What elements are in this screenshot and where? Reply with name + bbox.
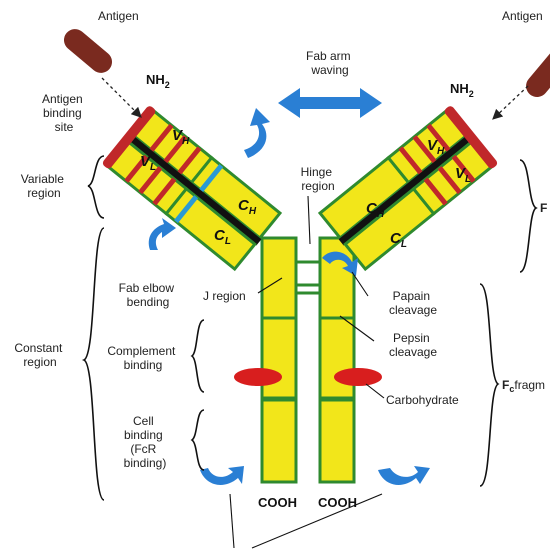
elbow-bend-arrow-icon xyxy=(148,218,176,250)
vl-left-label: VL xyxy=(140,153,156,173)
carbohydrate-left xyxy=(234,368,282,386)
rotation-arrow-icon xyxy=(244,108,270,158)
hinge-bend-arrow-icon xyxy=(322,251,358,276)
papain-cleavage-label: Papain cleavage xyxy=(389,289,437,317)
hypervariable-band xyxy=(138,166,163,195)
hypervariable-band xyxy=(152,177,177,206)
hypervariable-band xyxy=(412,135,437,164)
hypervariable-band xyxy=(451,154,476,183)
cl-left-label: CL xyxy=(214,227,231,247)
carbohydrate-label: Carbohydrate xyxy=(386,393,459,407)
constant-region-bracket xyxy=(81,227,105,501)
pointer-lines xyxy=(229,195,385,549)
hinge-left-chain xyxy=(260,236,298,320)
ch3-right-domain xyxy=(318,398,356,484)
right-tip-hypervariable xyxy=(444,106,498,169)
fc-stem xyxy=(260,236,356,484)
hypervariable-band xyxy=(149,123,174,152)
antigen-binding-pointer xyxy=(101,77,142,118)
right-fab-arm xyxy=(317,106,498,272)
hypervariable-band xyxy=(398,146,423,175)
constant-region-label: Constant region xyxy=(14,341,65,369)
hypervariable-band xyxy=(423,177,448,206)
left-fab-arm xyxy=(102,106,283,272)
ch-right-label: CH xyxy=(366,200,385,220)
elbow-band xyxy=(199,164,224,193)
nh2-right-label: NH2 xyxy=(450,81,474,99)
hypervariable-band xyxy=(437,166,462,195)
left-tip-hypervariable xyxy=(102,106,156,169)
cell-binding-label: Cell binding (FcR binding) xyxy=(124,414,167,470)
fc-fragment-label: Fcfragm xyxy=(502,378,545,394)
vh-left-label: VH xyxy=(172,127,190,147)
antigen-binding-pointer xyxy=(492,85,529,120)
fab-fragment-label: F xyxy=(540,201,547,215)
antigen-right-shape xyxy=(526,48,550,98)
variable-region-bracket xyxy=(87,155,105,219)
carbohydrate-right xyxy=(334,368,382,386)
ch2-left-domain xyxy=(260,316,298,400)
fab-arm-waving-label: Fab arm waving xyxy=(306,49,354,77)
antigen-binding-site-label: Antigen binding site xyxy=(42,92,86,134)
hypervariable-band xyxy=(124,154,149,183)
cell-binding-arrow-left-icon xyxy=(200,466,244,485)
fab-elbow-bending-label: Fab elbow bending xyxy=(119,281,178,309)
complement-binding-label: Complement binding xyxy=(107,344,178,372)
hypervariable-band xyxy=(177,146,202,175)
elbow-band xyxy=(174,195,199,224)
fab-waving-arrow xyxy=(278,88,382,118)
ch-left-label: CH xyxy=(238,197,257,217)
complement-bracket xyxy=(190,319,205,393)
cl-right-label: CL xyxy=(390,230,407,250)
vh-right-label: VH xyxy=(427,137,445,157)
cooh-right-label: COOH xyxy=(318,495,357,510)
vl-right-label: VL xyxy=(455,165,471,185)
fab-fragment-bracket xyxy=(519,159,538,273)
antigen-left-shape xyxy=(63,29,113,73)
right-chain-separator xyxy=(338,132,476,246)
variable-region-label: Variable region xyxy=(21,172,67,200)
j-region-label: J region xyxy=(203,289,246,303)
antigen-left-label: Antigen xyxy=(98,9,139,23)
cooh-left-label: COOH xyxy=(258,495,297,510)
pepsin-cleavage-label: Pepsin cleavage xyxy=(389,331,437,359)
cell-binding-arrow-right-icon xyxy=(378,466,430,485)
ch2-right-domain xyxy=(318,316,356,400)
hinge-region-label: Hinge region xyxy=(301,165,336,193)
hypervariable-band xyxy=(426,123,451,152)
ch3-left-domain xyxy=(260,398,298,484)
antigen-right-label: Antigen xyxy=(502,9,543,23)
nh2-left-label: NH2 xyxy=(146,72,170,90)
hypervariable-band xyxy=(163,135,188,164)
left-chain-separator xyxy=(124,132,262,246)
fc-fragment-bracket xyxy=(479,283,500,487)
brackets xyxy=(81,155,538,501)
cell-binding-bracket xyxy=(190,409,205,471)
carbohydrate-marks xyxy=(234,368,382,386)
domain-labels: VL VH CH CL VH VL CH CL xyxy=(140,127,471,250)
